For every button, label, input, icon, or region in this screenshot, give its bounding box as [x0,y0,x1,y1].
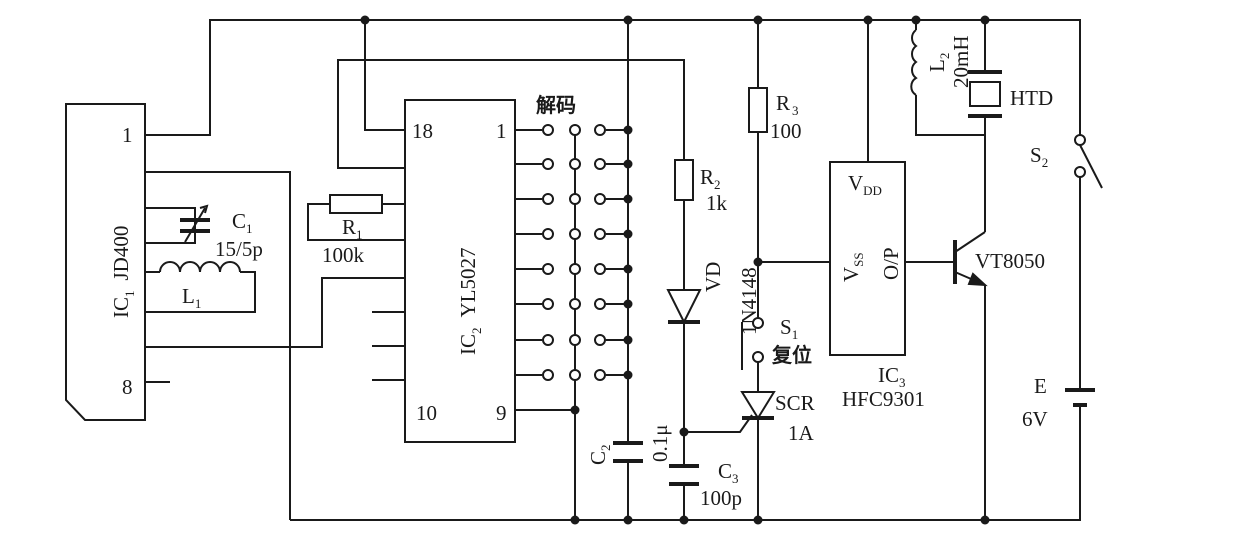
c1-variable-capacitor: C1 15/5p [180,204,263,261]
ic1-label: IC1JD400 [109,226,137,318]
vd-name: VD [701,262,725,292]
c1-value: 15/5p [215,237,263,261]
scr-thyristor: SCR 1A [740,391,815,445]
htd-name: HTD [1010,86,1053,110]
r3-value: 100 [770,119,802,143]
l1-name: L1 [182,284,201,311]
s2-name: S2 [1030,143,1048,170]
l2-inductor: L2 20mH [910,29,973,96]
r2-name: R2 [700,165,721,192]
c2-name: C2 [586,444,613,465]
junction-dots [360,15,990,525]
c2-value: 0.1μ [648,424,672,462]
ic3-label: IC3 [878,363,906,390]
s1-reset-switch: S1 复位 [752,315,812,367]
ic3-op: O/P [879,247,903,280]
ic3-hfc9301: VDD VSS O/P IC3 HFC9301 [829,161,925,411]
r2-resistor: R2 1k [674,159,728,215]
ic3-vss: VSS [839,252,866,282]
scr-value: 1A [788,421,815,445]
l2-name: L2 [925,53,952,72]
ic2-pin9-label: 9 [496,401,507,425]
vd-diode: VD 1N4148 [666,262,761,335]
scr-name: SCR [775,391,815,415]
battery-name: E [1034,374,1047,398]
decode-pads [542,124,606,381]
r1-name: R1 [342,215,363,242]
vt8050-transistor: VT8050 [953,231,1045,287]
c1-name: C1 [232,209,253,236]
c3-capacitor: C3 100p [669,459,742,510]
l2-value: 20mH [949,36,973,89]
ic1-pin8-label: 8 [122,375,133,399]
ic2-pin10-label: 10 [416,401,437,425]
s1-name: S1 [780,315,798,342]
ic1-jd400: 1 8 IC1JD400 [65,103,146,421]
ic3-vdd: VDD [848,171,882,198]
ic2-label: IC2YL5027 [456,248,484,356]
battery-e: E 6V [1022,374,1095,431]
s2-switch: S2 [1030,134,1103,189]
vt-name: VT8050 [975,249,1045,273]
decode-label: 解码 [536,93,576,117]
r1-value: 100k [322,243,365,267]
r1-resistor: R1 100k [322,194,383,267]
htd-buzzer: HTD [968,70,1053,118]
c3-name: C3 [718,459,739,486]
s1-label: 复位 [771,343,812,367]
ic2-yl5027: 18 10 1 9 IC2YL5027 [404,99,516,443]
c2-capacitor: C2 0.1μ [586,424,672,465]
c3-value: 100p [700,486,742,510]
ic2-pin18-label: 18 [412,119,433,143]
battery-value: 6V [1022,407,1048,431]
ic2-pin1-label: 1 [496,119,507,143]
ic3-part: HFC9301 [842,387,925,411]
wires [145,19,1081,521]
ic1-pin1-label: 1 [122,123,133,147]
l1-inductor: L1 [159,261,241,311]
r2-value: 1k [706,191,728,215]
